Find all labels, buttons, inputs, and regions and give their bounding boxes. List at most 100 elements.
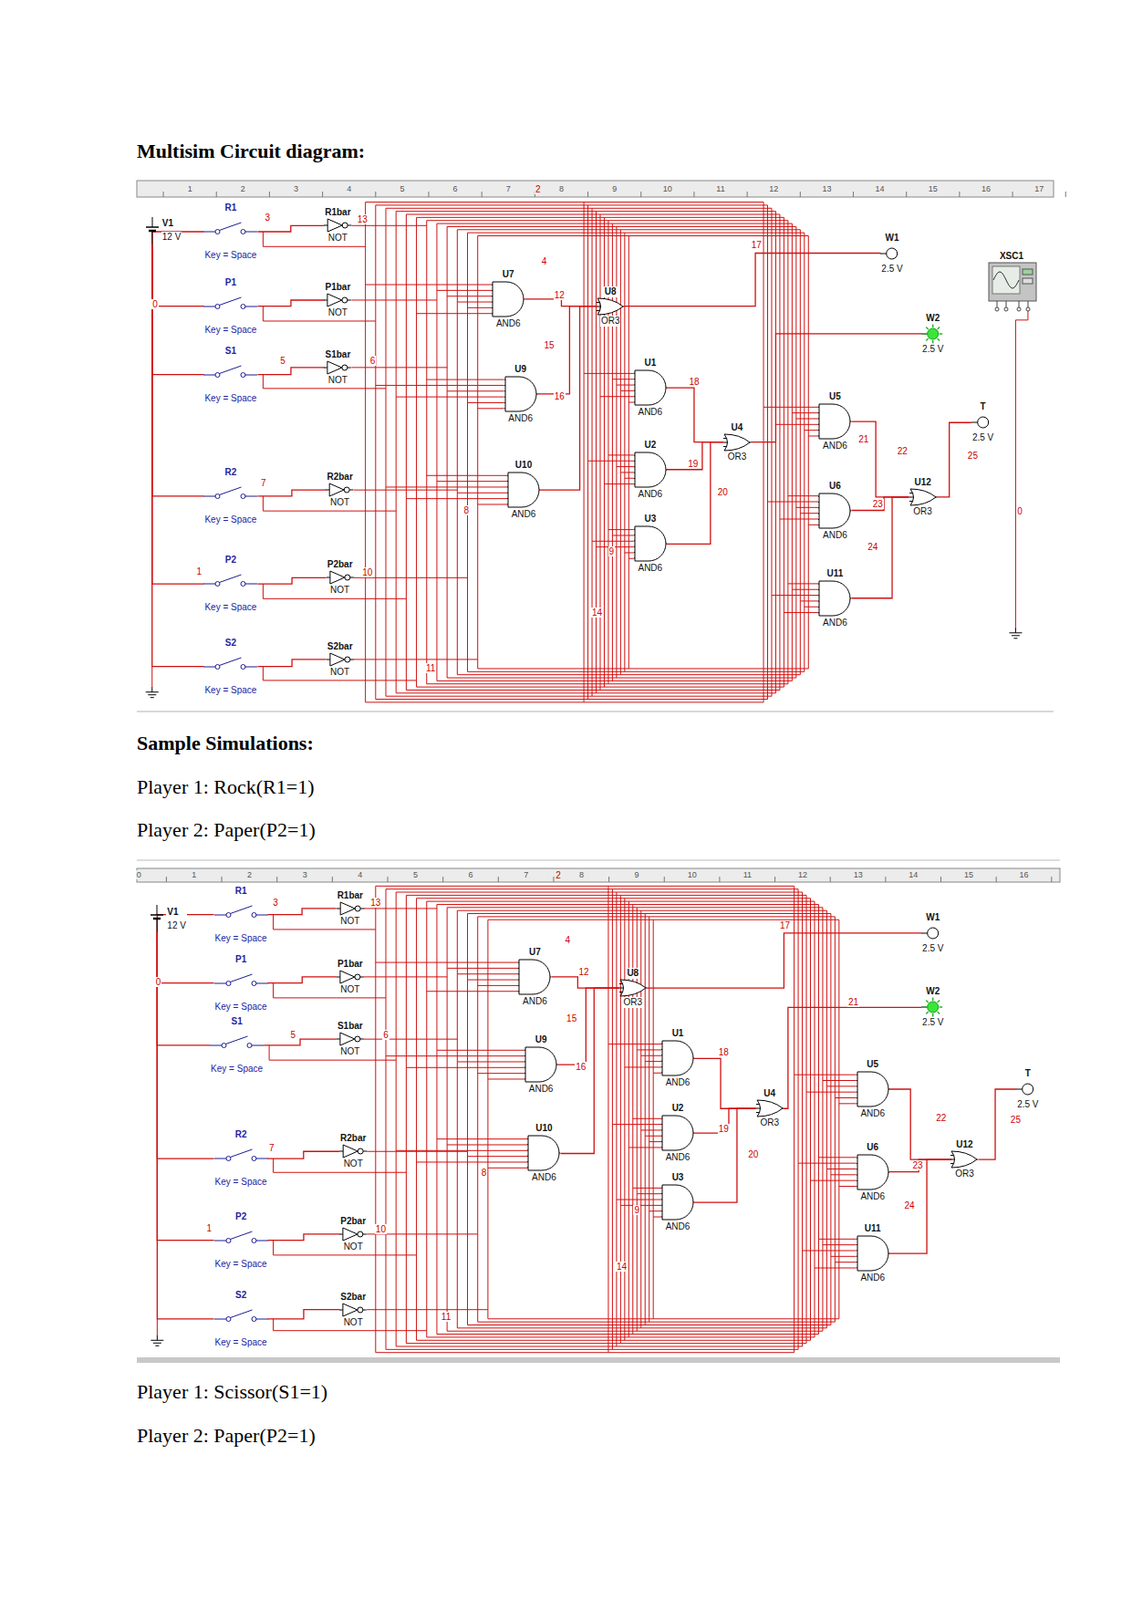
wire-line bbox=[612, 534, 634, 536]
drawing-part bbox=[888, 1171, 890, 1173]
wire-connector bbox=[851, 421, 909, 498]
wire-line bbox=[1015, 311, 1029, 628]
component-value: Key = Space bbox=[214, 1337, 269, 1349]
component-label: R1 bbox=[234, 885, 249, 897]
drawing-part bbox=[360, 976, 364, 977]
wire-line bbox=[467, 1324, 831, 1326]
wire-line bbox=[395, 396, 505, 398]
wire-line bbox=[436, 223, 792, 225]
switch-symbol: P1Key = Space bbox=[214, 954, 269, 1013]
drawing-part bbox=[597, 298, 624, 315]
wire-number: 18 bbox=[717, 1047, 730, 1058]
wire-line bbox=[375, 1351, 795, 1353]
wire-number: 20 bbox=[747, 1149, 759, 1160]
drawing-part bbox=[326, 658, 331, 660]
drawing-part bbox=[634, 370, 666, 406]
component-label: P1 bbox=[234, 954, 248, 966]
drawing-part bbox=[1065, 191, 1067, 198]
wire-line bbox=[151, 666, 153, 687]
ruler-number: 7 bbox=[522, 870, 530, 880]
wire-line bbox=[416, 1339, 811, 1341]
wire-line bbox=[839, 1102, 857, 1104]
or-gate-icon bbox=[619, 978, 647, 997]
drawing-part bbox=[240, 229, 246, 235]
or-gate-drawing bbox=[756, 1100, 784, 1117]
and-gate-icon bbox=[633, 450, 667, 489]
wire-number: 19 bbox=[686, 458, 699, 469]
drawing-part bbox=[354, 1036, 361, 1042]
component-value: NOT bbox=[329, 584, 351, 596]
wire-line bbox=[830, 1173, 857, 1175]
wire-connector bbox=[694, 1058, 757, 1109]
drawing-part bbox=[857, 1071, 889, 1107]
wire-line bbox=[624, 551, 634, 553]
wire-number: 5 bbox=[279, 355, 287, 366]
switch-symbol-drawing bbox=[209, 1036, 264, 1049]
drawing-part bbox=[209, 1044, 222, 1046]
and-gate-drawing bbox=[507, 472, 541, 508]
wire-number: 6 bbox=[369, 355, 377, 366]
drawing-part bbox=[229, 974, 252, 983]
component-label: R1bar bbox=[323, 207, 352, 219]
wire-line bbox=[273, 983, 386, 998]
wire-number: 1 bbox=[195, 566, 203, 577]
drawing-part bbox=[325, 489, 330, 491]
wire-line bbox=[808, 235, 810, 668]
wire-number: 21 bbox=[847, 996, 860, 1008]
component-value: NOT bbox=[339, 1046, 361, 1058]
drawing-part bbox=[539, 489, 541, 491]
wire-connector bbox=[268, 1151, 340, 1159]
wire-line bbox=[804, 606, 820, 608]
wire-line bbox=[384, 889, 386, 1351]
drawing-part bbox=[147, 694, 156, 696]
component-label: T bbox=[979, 401, 987, 413]
drawing-part bbox=[363, 1151, 367, 1153]
drawing-part bbox=[203, 583, 216, 585]
wire-line bbox=[768, 501, 820, 503]
ruler-number: 3 bbox=[292, 184, 300, 194]
switch-symbol-icon bbox=[203, 477, 258, 515]
wire-line bbox=[620, 390, 634, 392]
drawing-part bbox=[693, 1058, 695, 1060]
drawing-part bbox=[214, 982, 227, 984]
lit-probe-drawing bbox=[921, 323, 943, 343]
wire-line bbox=[273, 1240, 417, 1256]
wire-line bbox=[798, 1163, 857, 1164]
drawing-part bbox=[342, 1227, 358, 1241]
component-value: Key = Space bbox=[209, 1063, 264, 1075]
switch-symbol-icon bbox=[203, 288, 258, 325]
drawing-part bbox=[150, 1339, 164, 1341]
wire-line bbox=[467, 232, 805, 234]
voltage-probe: W12.5 V bbox=[880, 232, 904, 275]
ruler-number: 11 bbox=[742, 870, 753, 880]
component-label: U7 bbox=[528, 946, 542, 958]
wire-number: 4 bbox=[540, 256, 549, 267]
wire-line bbox=[607, 885, 609, 1352]
wire-number: 23 bbox=[872, 498, 884, 509]
component-label: R1bar bbox=[336, 890, 364, 902]
wire-connector bbox=[152, 244, 205, 497]
drawing-part bbox=[340, 970, 355, 984]
drawing-part bbox=[623, 305, 624, 307]
wire-connector bbox=[524, 299, 597, 307]
drawing-part bbox=[136, 180, 1054, 198]
drawing-part bbox=[988, 262, 1037, 302]
wire-line bbox=[375, 962, 520, 964]
wire-number: 7 bbox=[259, 477, 268, 489]
drawing-part bbox=[1050, 876, 1052, 883]
wire-connector bbox=[257, 577, 326, 584]
and-gate-icon bbox=[818, 402, 852, 441]
drawing-part bbox=[550, 976, 551, 977]
drawing-part bbox=[921, 932, 928, 934]
wire-line bbox=[385, 695, 772, 697]
wire-line bbox=[588, 460, 634, 462]
wire-line bbox=[600, 395, 634, 397]
switch-symbol-drawing bbox=[203, 574, 258, 587]
component-value: AND6 bbox=[510, 508, 538, 520]
drawing-part bbox=[536, 393, 538, 395]
ruler-number: 6 bbox=[467, 870, 475, 880]
wire-connector bbox=[560, 987, 619, 1153]
not-gate: R1barNOT bbox=[323, 207, 352, 244]
switch-symbol: P2Key = Space bbox=[203, 554, 258, 613]
and-gate-drawing bbox=[818, 493, 852, 529]
